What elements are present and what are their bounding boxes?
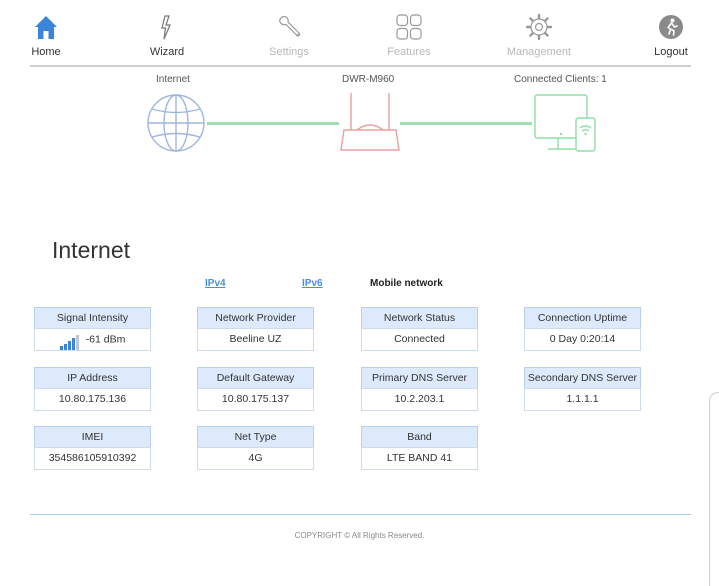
copyright-text: COPYRIGHT © All Rights Reserved. bbox=[294, 531, 425, 540]
card-value: Connected bbox=[361, 328, 478, 351]
card-label: Connection Uptime bbox=[524, 307, 641, 328]
card-value: 10.80.175.137 bbox=[197, 388, 314, 411]
card-label: IP Address bbox=[34, 367, 151, 388]
top-nav: Home Wizard Settings Features bbox=[30, 12, 691, 64]
card-value: 1.1.1.1 bbox=[524, 388, 641, 411]
signal-strength-icon bbox=[59, 329, 80, 350]
home-icon bbox=[1, 12, 91, 44]
logout-icon bbox=[626, 12, 716, 44]
network-tabs: IPv4 IPv6 Mobile network bbox=[0, 278, 719, 294]
connected-clients-label[interactable]: Connected Clients: 1 bbox=[514, 74, 607, 85]
card-label: Default Gateway bbox=[197, 367, 314, 388]
card-value: -61 dBm bbox=[85, 333, 126, 346]
card-label: Band bbox=[361, 426, 478, 447]
nav-settings[interactable]: Settings bbox=[244, 12, 334, 58]
card-label: Primary DNS Server bbox=[361, 367, 478, 388]
card-value: Beeline UZ bbox=[197, 328, 314, 351]
card-net-type: Net Type 4G bbox=[197, 426, 314, 470]
card-value-box: -61 dBm bbox=[34, 328, 151, 351]
card-value: 10.2.203.1 bbox=[361, 388, 478, 411]
card-value: 10.80.175.136 bbox=[34, 388, 151, 411]
router-clients-link bbox=[400, 122, 532, 125]
nav-management-label: Management bbox=[506, 46, 572, 58]
wizard-icon bbox=[122, 12, 212, 44]
router-label: DWR-M960 bbox=[342, 74, 395, 85]
card-label: Network Status bbox=[361, 307, 478, 328]
tab-ipv4[interactable]: IPv4 bbox=[205, 278, 226, 289]
page-title: Internet bbox=[52, 237, 130, 263]
card-band: Band LTE BAND 41 bbox=[361, 426, 478, 470]
router-icon bbox=[339, 90, 401, 159]
nav-wizard[interactable]: Wizard bbox=[122, 12, 212, 58]
card-value: LTE BAND 41 bbox=[361, 447, 478, 470]
card-default-gateway: Default Gateway 10.80.175.137 bbox=[197, 367, 314, 411]
card-label: Secondary DNS Server bbox=[524, 367, 641, 388]
card-label: IMEI bbox=[34, 426, 151, 447]
nav-home-label: Home bbox=[31, 46, 61, 58]
nav-features-label: Features bbox=[387, 46, 431, 58]
card-secondary-dns: Secondary DNS Server 1.1.1.1 bbox=[524, 367, 641, 411]
tab-mobile-network[interactable]: Mobile network bbox=[370, 278, 443, 289]
nav-logout[interactable]: Logout bbox=[626, 12, 716, 58]
globe-icon bbox=[145, 92, 207, 159]
nav-home[interactable]: Home bbox=[1, 12, 91, 58]
scrollbar[interactable] bbox=[709, 392, 719, 586]
card-primary-dns: Primary DNS Server 10.2.203.1 bbox=[361, 367, 478, 411]
card-network-status: Network Status Connected bbox=[361, 307, 478, 351]
internet-label: Internet bbox=[156, 74, 190, 85]
card-label: Signal Intensity bbox=[34, 307, 151, 328]
connection-diagram: Internet DWR-M960 Connected Clients: 1 bbox=[0, 72, 719, 162]
card-value: 0 Day 0:20:14 bbox=[524, 328, 641, 351]
nav-features[interactable]: Features bbox=[364, 12, 454, 58]
card-network-provider: Network Provider Beeline UZ bbox=[197, 307, 314, 351]
card-value: 4G bbox=[197, 447, 314, 470]
nav-logout-label: Logout bbox=[654, 46, 688, 58]
card-label: Net Type bbox=[197, 426, 314, 447]
wrench-icon bbox=[244, 12, 334, 44]
card-signal-intensity: Signal Intensity -61 dBm bbox=[34, 307, 151, 351]
card-ip-address: IP Address 10.80.175.136 bbox=[34, 367, 151, 411]
card-connection-uptime: Connection Uptime 0 Day 0:20:14 bbox=[524, 307, 641, 351]
tab-ipv6[interactable]: IPv6 bbox=[302, 278, 323, 289]
gear-icon bbox=[494, 12, 584, 44]
card-imei: IMEI 354586105910392 bbox=[34, 426, 151, 470]
internet-router-link bbox=[207, 122, 339, 125]
nav-management[interactable]: Management bbox=[494, 12, 584, 58]
nav-divider bbox=[30, 65, 691, 67]
nav-settings-label: Settings bbox=[269, 46, 309, 58]
features-grid-icon bbox=[364, 12, 454, 44]
nav-wizard-label: Wizard bbox=[149, 46, 185, 58]
card-value: 354586105910392 bbox=[34, 447, 151, 470]
footer-divider bbox=[30, 514, 691, 515]
devices-icon bbox=[532, 92, 598, 159]
card-label: Network Provider bbox=[197, 307, 314, 328]
